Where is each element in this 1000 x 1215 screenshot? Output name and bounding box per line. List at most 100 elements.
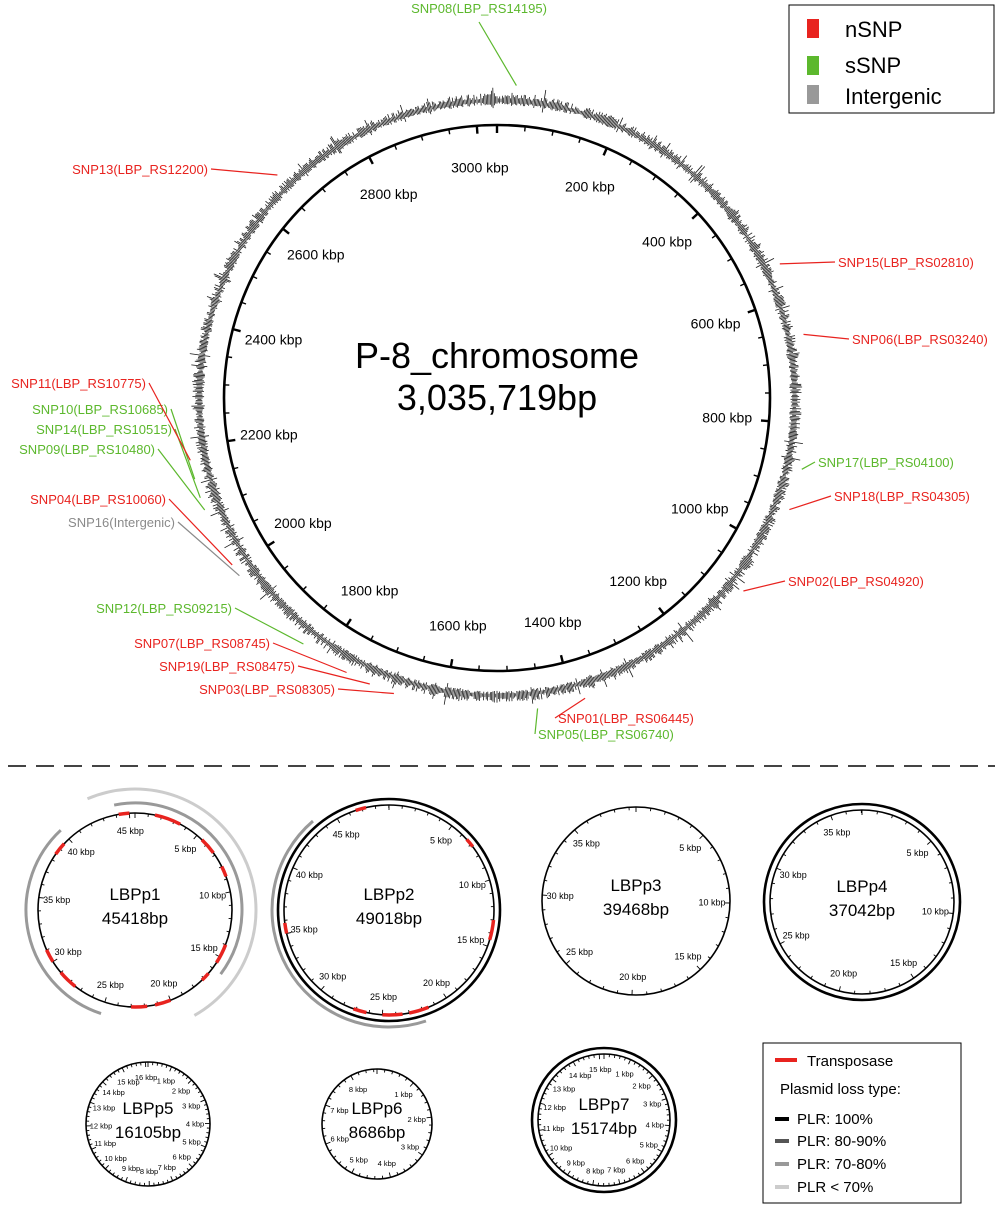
chromosome-tick <box>747 308 755 314</box>
snp-leader <box>157 448 206 511</box>
snp-label: SNP01(LBP_RS06445) <box>558 711 694 726</box>
plasmid-tick-label: 6 kbp <box>331 1135 349 1144</box>
plasmid-tick-label: 4 kbp <box>378 1159 396 1168</box>
chromosome-tick <box>674 193 678 198</box>
plasmid-tick-label: 5 kbp <box>679 843 701 853</box>
plasmid-ticks <box>538 1054 670 1187</box>
transposase-mark <box>487 919 496 941</box>
plasmid-tick-label: 12 kbp <box>90 1121 113 1130</box>
plasmid-tick-label: 4 kbp <box>186 1120 204 1129</box>
snp-density-track <box>189 87 803 705</box>
chromosome-tick <box>303 586 307 590</box>
plasmid-tick-label: 5 kbp <box>430 835 452 845</box>
plasmid-size: 49018bp <box>356 909 422 928</box>
plasmid-tick-label: 15 kbp <box>117 1077 140 1086</box>
snp-label: SNP19(LBP_RS08475) <box>159 659 295 674</box>
transposase-mark <box>200 972 210 982</box>
chromosome-ticks <box>225 126 769 670</box>
bottom-legend: Transposase Plasmid loss type: PLR: 100%… <box>762 1042 962 1204</box>
transposase-mark <box>44 949 55 963</box>
chromosome-tick-label: 600 kbp <box>691 315 741 331</box>
plasmid-tick-label: 30 kbp <box>780 870 807 880</box>
chromosome-tick-label: 400 kbp <box>642 234 692 250</box>
chromosome-tick <box>753 474 758 477</box>
loss-ring <box>276 797 502 1023</box>
chromosome-tick <box>227 356 233 359</box>
chromosome-tick <box>740 283 745 287</box>
snp-label: SNP06(LBP_RS03240) <box>852 332 988 347</box>
snp-label: SNP09(LBP_RS10480) <box>19 442 155 457</box>
plasmid-name: LBPp6 <box>351 1099 402 1118</box>
plasmid-tick-label: 25 kbp <box>783 931 810 941</box>
chromosome-tick <box>587 649 591 654</box>
chromosome-tick-label: 2600 kbp <box>287 247 345 263</box>
plasmid-tick-label: 35 kbp <box>43 895 70 905</box>
snp-label: SNP05(LBP_RS06740) <box>538 727 674 742</box>
plasmid-tick-label: 15 kbp <box>589 1065 612 1074</box>
snp-label: SNP12(LBP_RS09215) <box>96 601 232 616</box>
chromosome-tick <box>346 618 352 626</box>
plasmid-tick-label: 30 kbp <box>547 891 574 901</box>
plasmid-size: 39468bp <box>603 900 669 919</box>
chromosome-tick <box>394 145 398 150</box>
plasmid-name: LBPp5 <box>122 1099 173 1118</box>
transposase-mark <box>408 1005 430 1015</box>
chromosome-tick-label: 1400 kbp <box>524 614 582 630</box>
chromosome-tick <box>637 625 641 630</box>
plasmid-tick-label: 7 kbp <box>607 1166 625 1175</box>
plasmid-tick-label: 30 kbp <box>319 971 346 981</box>
snp-leader <box>177 521 240 577</box>
plasmid-tick-label: 45 kbp <box>333 829 360 839</box>
chromosome-tick <box>652 176 656 181</box>
plasmid-tick-label: 10 kbp <box>199 890 226 900</box>
plasmid-tick-label: 2 kbp <box>172 1087 190 1096</box>
snp-label: SNP02(LBP_RS04920) <box>788 574 924 589</box>
plasmid-tick-label: 13 kbp <box>553 1084 576 1093</box>
plasmid-tick-label: 10 kbp <box>698 898 725 908</box>
plasmid-tick-label: 20 kbp <box>423 978 450 988</box>
plasmid-tick-label: 10 kbp <box>922 906 949 916</box>
plasmid-tick-label: 14 kbp <box>102 1088 125 1097</box>
legend-ssnp-label: sSNP <box>845 53 901 78</box>
loss-arc <box>86 787 258 1017</box>
plasmid-tick-label: 7 kbp <box>158 1163 176 1172</box>
snp-leader <box>743 580 786 592</box>
chromosome-tick-label: 2200 kbp <box>240 427 298 443</box>
chromosome-tick <box>628 161 633 166</box>
chromosome-tick <box>396 646 399 652</box>
plasmid-size: 16105bp <box>115 1123 181 1142</box>
chromosome-tick-label: 2800 kbp <box>360 186 418 202</box>
chromosome-tick <box>744 500 749 504</box>
legend-nsnp-label: nSNP <box>845 17 902 42</box>
plasmid-tick-label: 35 kbp <box>291 925 318 935</box>
plasmid-tick-label: 3 kbp <box>401 1143 419 1152</box>
chromosome-tick <box>344 171 349 176</box>
density-bars <box>189 87 803 705</box>
chromosome-tick-label: 3000 kbp <box>451 160 509 176</box>
plasmid-name: LBPp1 <box>109 885 160 904</box>
chromosome-tick <box>370 635 374 640</box>
plasmid-tick-label: 6 kbp <box>173 1153 191 1162</box>
plasmid-tick-label: 30 kbp <box>55 947 82 957</box>
plasmid-tick-label: 5 kbp <box>906 848 928 858</box>
snp-leader <box>478 21 517 86</box>
chromosome-tick <box>658 606 665 614</box>
legend-intergenic-swatch <box>807 85 819 104</box>
transposase-mark <box>465 838 475 848</box>
plasmid-ticks <box>770 809 954 994</box>
snp-leader <box>170 408 196 480</box>
legend-plr-lt70-label: PLR < 70% <box>797 1179 873 1196</box>
chromosome-tick <box>613 638 617 644</box>
snp-label: SNP15(LBP_RS02810) <box>838 255 974 270</box>
top-legend: nSNP sSNP Intergenic <box>788 4 995 114</box>
chromosome-tick-label: 2400 kbp <box>245 332 303 348</box>
loss-arc <box>270 819 427 1029</box>
plasmid-name: LBPp3 <box>610 876 661 895</box>
chromosome-tick <box>322 188 326 193</box>
plasmid-tick-label: 35 kbp <box>823 827 850 837</box>
plasmid-tick-label: 20 kbp <box>150 979 177 989</box>
plasmid-name: LBPp2 <box>363 885 414 904</box>
